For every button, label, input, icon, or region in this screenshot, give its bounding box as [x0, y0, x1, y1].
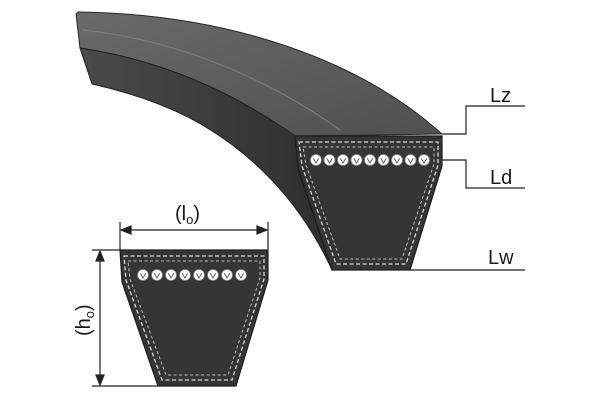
large-cord: [377, 154, 390, 166]
cross-section-small-stitch-inner: [127, 260, 261, 376]
large-cord: [310, 154, 322, 166]
width-dimension: [119, 222, 269, 250]
large-cord: [350, 154, 363, 166]
width-label-base: l: [182, 203, 186, 225]
belt-side-face: [79, 47, 333, 271]
lw-label: Lw: [488, 247, 514, 269]
curved-belt: [75, 11, 444, 271]
height-dimension: [92, 249, 158, 387]
large-cord-mark: [420, 158, 428, 164]
height-arrow-top: [95, 249, 105, 262]
ld-line: [442, 159, 525, 189]
ld-label: Ld: [490, 167, 512, 189]
height-label-sub: o: [82, 311, 97, 318]
large-cord-mark: [312, 158, 320, 164]
small-cord-mark: [153, 273, 161, 279]
large-cord: [364, 154, 376, 166]
cord-row-small: [137, 269, 247, 281]
lz-label: Lz: [490, 85, 511, 107]
cord-row-large: [310, 154, 430, 166]
belt-edge-highlight: [81, 29, 341, 131]
small-cord-mark: [181, 273, 189, 279]
large-cord-mark: [380, 158, 387, 164]
large-cord-mark: [366, 158, 374, 164]
height-label-base: h: [73, 318, 95, 329]
width-label-sub: o: [186, 212, 193, 227]
width-label: (lo): [175, 203, 200, 227]
small-cord-mark: [139, 273, 147, 279]
small-cord-mark: [167, 273, 175, 279]
large-cord-mark: [407, 158, 414, 164]
large-cord-mark: [353, 158, 360, 164]
small-cord: [193, 269, 205, 281]
cross-section-large-stitch-inner: [302, 146, 435, 260]
large-cord-mark: [326, 158, 333, 164]
width-arrow-right: [256, 225, 269, 235]
large-cord-mark: [339, 158, 347, 164]
small-cord-mark: [209, 273, 217, 279]
small-cord: [221, 269, 233, 281]
large-cord: [391, 154, 403, 166]
small-cord: [235, 269, 247, 281]
cross-section-small: [119, 249, 269, 387]
small-cord-mark: [237, 273, 245, 279]
width-arrow-left: [119, 225, 132, 235]
small-cord-mark: [223, 273, 231, 279]
small-cord: [207, 269, 219, 281]
cross-section-large-stitch-outer: [298, 141, 439, 265]
large-cord: [418, 154, 430, 166]
large-cord-mark: [393, 158, 401, 164]
small-cord-mark: [195, 273, 203, 279]
small-cord: [137, 269, 149, 281]
small-cord: [151, 269, 163, 281]
height-label: (ho): [73, 304, 97, 336]
cross-section-small-stitch-outer: [123, 255, 265, 381]
height-arrow-bottom: [95, 374, 105, 387]
large-cord: [337, 154, 349, 166]
small-cord: [179, 269, 191, 281]
reference-lines: [410, 105, 525, 271]
cross-section-large: [294, 135, 443, 271]
small-cord: [165, 269, 177, 281]
lz-line: [442, 105, 525, 135]
large-cord: [323, 154, 336, 166]
large-cord: [404, 154, 417, 166]
